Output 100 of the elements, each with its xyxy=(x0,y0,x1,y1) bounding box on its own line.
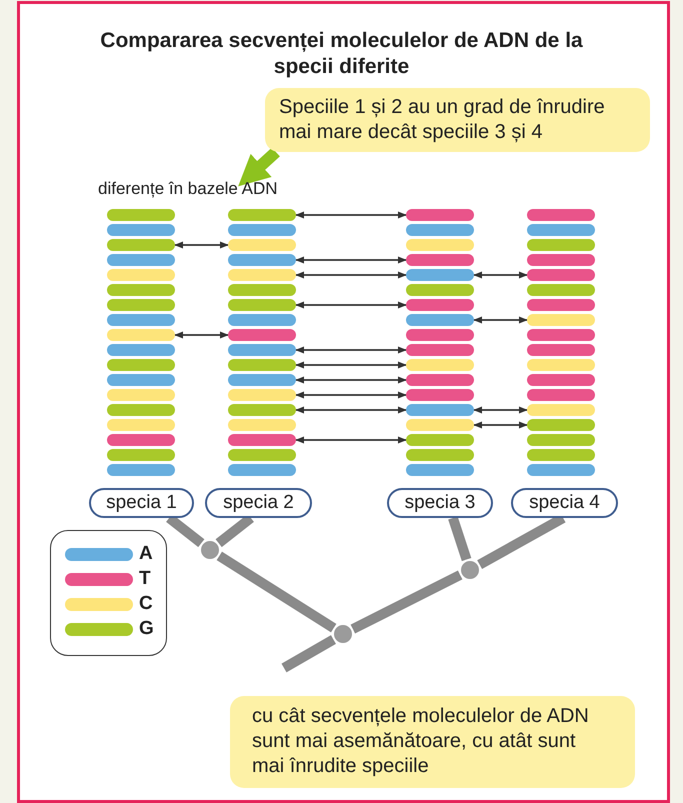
base-bar xyxy=(107,284,175,296)
base-bar xyxy=(228,329,296,341)
double-arrow xyxy=(295,391,407,399)
base-bar xyxy=(228,434,296,446)
base-bar xyxy=(406,419,474,431)
base-bar xyxy=(228,464,296,476)
base-bar xyxy=(228,254,296,266)
base-bar xyxy=(107,329,175,341)
double-arrow xyxy=(295,211,407,219)
base-bar xyxy=(406,359,474,371)
base-bar xyxy=(107,269,175,281)
tree-branch xyxy=(282,635,336,672)
base-bar xyxy=(527,239,595,251)
base-bar xyxy=(228,299,296,311)
double-arrow xyxy=(174,331,229,339)
base-bar xyxy=(107,344,175,356)
base-bar xyxy=(406,284,474,296)
base-bar xyxy=(107,434,175,446)
base-bar xyxy=(228,404,296,416)
base-bar xyxy=(228,449,296,461)
double-arrow xyxy=(295,256,407,264)
double-arrow xyxy=(295,361,407,369)
pointer-arrow xyxy=(238,148,280,186)
base-bar xyxy=(406,254,474,266)
legend-letter: C xyxy=(139,593,153,615)
double-arrow xyxy=(295,301,407,309)
legend-letter: T xyxy=(139,568,151,590)
annotation-text: diferențe în bazele ADN xyxy=(98,178,324,200)
base-bar xyxy=(527,329,595,341)
base-bar xyxy=(107,374,175,386)
base-bar xyxy=(406,464,474,476)
base-bar xyxy=(527,299,595,311)
base-bar xyxy=(107,464,175,476)
base-bar xyxy=(406,269,474,281)
base-bar xyxy=(527,314,595,326)
base-bar xyxy=(228,209,296,221)
species-label: specia 3 xyxy=(387,488,493,518)
base-bar xyxy=(107,254,175,266)
base-bar xyxy=(527,464,595,476)
base-bar xyxy=(107,359,175,371)
base-bar xyxy=(228,269,296,281)
species-label: specia 1 xyxy=(89,488,194,518)
double-arrow xyxy=(473,406,528,414)
base-bar xyxy=(228,374,296,386)
base-bar xyxy=(228,224,296,236)
base-bar xyxy=(527,374,595,386)
base-bar xyxy=(527,404,595,416)
callout-box: Speciile 1 și 2 au un grad de înrudire mai mare decât speciile 3 și 4 xyxy=(265,88,650,152)
base-bar xyxy=(107,449,175,461)
base-bar xyxy=(527,224,595,236)
base-bar xyxy=(406,434,474,446)
base-bar xyxy=(406,344,474,356)
double-arrow xyxy=(295,376,407,384)
base-bar xyxy=(406,299,474,311)
base-bar xyxy=(527,284,595,296)
base-bar xyxy=(406,404,474,416)
base-bar xyxy=(228,314,296,326)
base-bar xyxy=(406,224,474,236)
double-arrow xyxy=(295,436,407,444)
base-bar xyxy=(527,389,595,401)
base-bar xyxy=(107,224,175,236)
base-bar xyxy=(228,419,296,431)
tree-branch xyxy=(448,516,472,562)
base-bar xyxy=(228,359,296,371)
double-arrow xyxy=(295,406,407,414)
base-bar xyxy=(406,329,474,341)
base-bar xyxy=(406,389,474,401)
base-bar xyxy=(406,449,474,461)
base-bar xyxy=(527,254,595,266)
base-bar xyxy=(527,359,595,371)
base-bar xyxy=(107,209,175,221)
base-bar xyxy=(527,269,595,281)
base-bar xyxy=(406,239,474,251)
callout-box: cu cât secvențele moleculelor de ADN sunt mai asemănătoare, cu atât sunt mai înrudite speciile xyxy=(230,696,635,788)
double-arrow xyxy=(174,241,229,249)
base-bar xyxy=(527,449,595,461)
base-bar xyxy=(527,344,595,356)
base-bar xyxy=(406,209,474,221)
species-label: specia 2 xyxy=(205,488,312,518)
base-bar xyxy=(228,389,296,401)
base-bar xyxy=(107,404,175,416)
base-bar xyxy=(107,299,175,311)
double-arrow xyxy=(473,316,528,324)
title: Compararea secvenței moleculelor de ADN de la specii diferite xyxy=(99,28,584,80)
legend-letter: G xyxy=(139,618,154,640)
base-bar xyxy=(107,314,175,326)
double-arrow xyxy=(473,271,528,279)
base-bar xyxy=(228,284,296,296)
double-arrow xyxy=(295,346,407,354)
base-bar xyxy=(527,419,595,431)
base-bar xyxy=(527,209,595,221)
base-bar xyxy=(107,239,175,251)
tree-branch xyxy=(216,552,336,632)
legend-letter: A xyxy=(139,543,153,565)
base-bar xyxy=(527,434,595,446)
base-bar xyxy=(107,389,175,401)
base-bar xyxy=(228,239,296,251)
species-label: specia 4 xyxy=(511,488,618,518)
double-arrow xyxy=(295,271,407,279)
tree-branch xyxy=(350,570,462,634)
